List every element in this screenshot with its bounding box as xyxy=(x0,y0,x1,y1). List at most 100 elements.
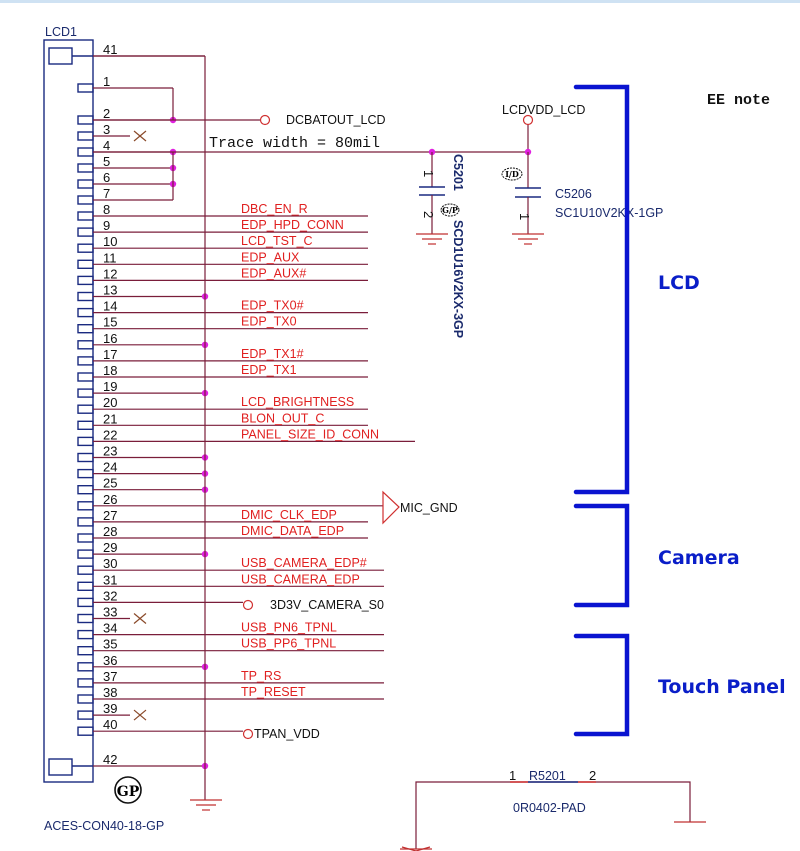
dcbatout-port-icon xyxy=(259,114,271,126)
pin-pad xyxy=(77,694,94,704)
pin-number: 17 xyxy=(103,347,117,362)
net-label: USB_CAMERA_EDP xyxy=(241,572,360,586)
connector-pin-13: 13 xyxy=(77,283,209,302)
connector-pin-21: 21 BLON_OUT_C xyxy=(77,411,368,430)
connector-pin-26: 26 xyxy=(77,492,383,511)
connector-pin-16: 16 xyxy=(77,331,209,350)
net-label: EDP_HPD_CONN xyxy=(241,218,344,232)
resistor-r5201 xyxy=(400,781,706,851)
connector-part-label: ACES-CON40-18-GP xyxy=(44,819,164,833)
r5201-pin1-label: 1 xyxy=(509,768,516,783)
pin-pad xyxy=(77,259,94,269)
connector-pin-31: 31 USB_CAMERA_EDP xyxy=(77,572,384,591)
net-label: LCD_TST_C xyxy=(241,234,313,248)
svg-text:G/P: G/P xyxy=(442,205,458,215)
pin-pad xyxy=(77,549,94,559)
pin-pad xyxy=(77,420,94,430)
pin-pad xyxy=(77,179,94,189)
c5206-pin1-label: 1 xyxy=(517,213,532,220)
net-label: DMIC_CLK_EDP xyxy=(241,508,337,522)
pin-pad xyxy=(77,227,94,237)
net-label: BLON_OUT_C xyxy=(241,411,324,425)
pin-pad xyxy=(77,485,94,495)
pin-number: 21 xyxy=(103,411,117,426)
camera-power-label: 3D3V_CAMERA_S0 xyxy=(270,598,384,612)
pin-number: 10 xyxy=(103,234,117,249)
pin-number: 9 xyxy=(103,218,110,233)
pin-number: 37 xyxy=(103,669,117,684)
c5201-value-label: SCD1U16V2KX-3GP xyxy=(451,220,465,338)
pin-pad xyxy=(77,646,94,656)
window-top-border xyxy=(0,0,800,3)
pin-number: 16 xyxy=(103,331,117,346)
pin-pad xyxy=(77,501,94,511)
lcd-section-bracket xyxy=(573,84,630,495)
pin-number: 19 xyxy=(103,379,117,394)
pin-number: 28 xyxy=(103,524,117,539)
pin-pad xyxy=(77,613,94,624)
pin-number: 34 xyxy=(103,621,117,636)
net-label: EDP_TX1# xyxy=(241,347,304,361)
pin-number: 5 xyxy=(103,154,110,169)
connector-pin-10: 10 LCD_TST_C xyxy=(77,234,368,253)
net-label: EDP_TX0 xyxy=(241,315,297,329)
connector-pin-7: 7 xyxy=(77,186,173,205)
net-label: DMIC_DATA_EDP xyxy=(241,524,344,538)
net-label: TP_RESET xyxy=(241,685,306,699)
no-connect-icon xyxy=(133,709,147,721)
pin-number: 13 xyxy=(103,283,117,298)
pin-pad xyxy=(77,726,94,736)
tpan-vdd-label: TPAN_VDD xyxy=(254,727,320,741)
svg-text:GP: GP xyxy=(117,784,140,800)
no-connect-icon xyxy=(133,130,147,142)
lcdvdd-port-icon xyxy=(522,114,534,126)
capacitor-c5201 xyxy=(416,152,448,245)
pin-number: 30 xyxy=(103,556,117,571)
c5201-gp-mark-icon: G/P xyxy=(440,203,460,217)
r5201-pin2-label: 2 xyxy=(589,768,596,783)
pin-number: 39 xyxy=(103,701,117,716)
pin-pad xyxy=(77,115,94,125)
pin-number: 38 xyxy=(103,685,117,700)
pin-number: 22 xyxy=(103,427,117,442)
pin-number: 11 xyxy=(103,250,117,265)
pin-number: 31 xyxy=(103,572,117,587)
connector-pin-29: 29 xyxy=(77,540,209,559)
connector-pin-17: 17 EDP_TX1# xyxy=(77,347,368,366)
r5201-value-label: 0R0402-PAD xyxy=(513,801,586,815)
pin-pad xyxy=(77,195,94,205)
pin-number: 7 xyxy=(103,186,110,201)
c5206-ref-label: C5206 xyxy=(555,187,592,201)
pin-number: 27 xyxy=(103,508,117,523)
net-label: DBC_EN_R xyxy=(241,202,308,216)
pin-pad xyxy=(77,597,94,608)
camera-section-bracket xyxy=(573,503,630,608)
capacitor-c5206 xyxy=(512,152,544,245)
pin-pad xyxy=(77,662,94,672)
r5201-ref-label: R5201 xyxy=(529,769,566,783)
mic-gnd-port-icon xyxy=(382,490,400,525)
pin-number: 18 xyxy=(103,363,117,378)
connector-mount-pad-41 xyxy=(48,47,73,65)
pin-number: 3 xyxy=(103,122,110,137)
section-label-lcd: LCD xyxy=(658,272,700,294)
mic-gnd-label: MIC_GND xyxy=(400,501,458,515)
pin-number: 2 xyxy=(103,106,110,121)
pin-number: 6 xyxy=(103,170,110,185)
pin-pad xyxy=(77,83,94,93)
pin-number: 25 xyxy=(103,476,117,491)
pin-number: 12 xyxy=(103,266,117,281)
pin-number: 29 xyxy=(103,540,117,555)
pin-number: 15 xyxy=(103,315,117,330)
connector-pin-38: 38 TP_RESET xyxy=(77,685,384,704)
net-label: PANEL_SIZE_ID_CONN xyxy=(241,427,379,441)
net-label: EDP_TX1 xyxy=(241,363,297,377)
tpan-vdd-port-icon xyxy=(242,728,254,740)
connector-pin-33: 33 xyxy=(77,605,147,624)
pin-number: 32 xyxy=(103,588,117,603)
